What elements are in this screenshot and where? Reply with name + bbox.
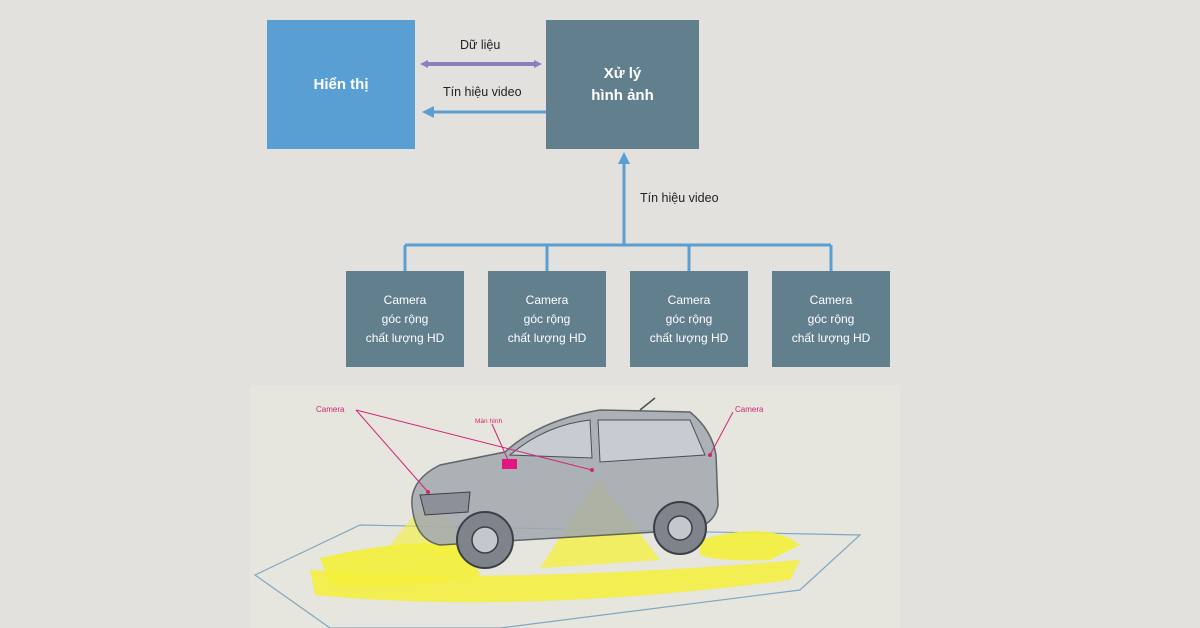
image-processor-box: Xử lý hình ảnh [546,20,699,149]
camera-box-4: Camera góc rộng chất lượng HD [772,271,890,367]
camera-dot-front [426,490,430,494]
camera-2-line1: Camera [525,292,569,307]
display-box: Hiển thị [267,20,415,149]
video-link-label-top: Tín hiệu video [443,85,522,99]
camera-2-line3: chất lượng HD [507,330,587,345]
camera-field-bottom [310,560,800,603]
camera-3-line1: Camera [667,292,711,307]
screen-marker [502,459,517,469]
annotation-camera-left: Camera [316,405,345,414]
leader-cam-left-2 [355,409,593,471]
car-hubcap-rear [667,515,693,541]
camera-1-line2: góc rộng [381,311,429,326]
car-windshield [508,419,593,459]
leader-cam-right [709,411,734,456]
display-label: Hiển thị [313,76,369,93]
camera-3-line2: góc rộng [665,311,713,326]
camera-dot-side [590,468,594,472]
ground-plane [253,524,862,628]
camera-4-line1: Camera [809,292,853,307]
data-link-label: Dữ liệu [460,38,501,52]
leader-screen [491,423,509,461]
camera-box-2: Camera góc rộng chất lượng HD [488,271,606,367]
camera-box-1: Camera góc rộng chất lượng HD [346,271,464,367]
camera-field-rear [700,531,800,561]
camera-2-line2: góc rộng [523,311,571,326]
annotation-camera-right: Camera [735,405,764,414]
car-grille [419,491,471,516]
camera-box-3: Camera góc rộng chất lượng HD [630,271,748,367]
car-hubcap-front [471,526,499,554]
car-illustration [250,385,900,628]
annotation-screen: Màn hình [475,418,503,425]
video-link-label-mid: Tín hiệu video [640,191,719,205]
camera-dot-rear [708,453,712,457]
processor-label-line2: hình ảnh [591,86,654,104]
camera-1-line3: chất lượng HD [365,330,445,345]
camera-3-line3: chất lượng HD [649,330,729,345]
processor-label-line1: Xử lý [603,64,642,82]
camera-4-line2: góc rộng [807,311,855,326]
car-antenna [639,397,656,411]
camera-4-line3: chất lượng HD [791,330,871,345]
car-side-window [597,419,706,463]
camera-1-line1: Camera [383,292,427,307]
leader-cam-left-1 [355,409,429,493]
